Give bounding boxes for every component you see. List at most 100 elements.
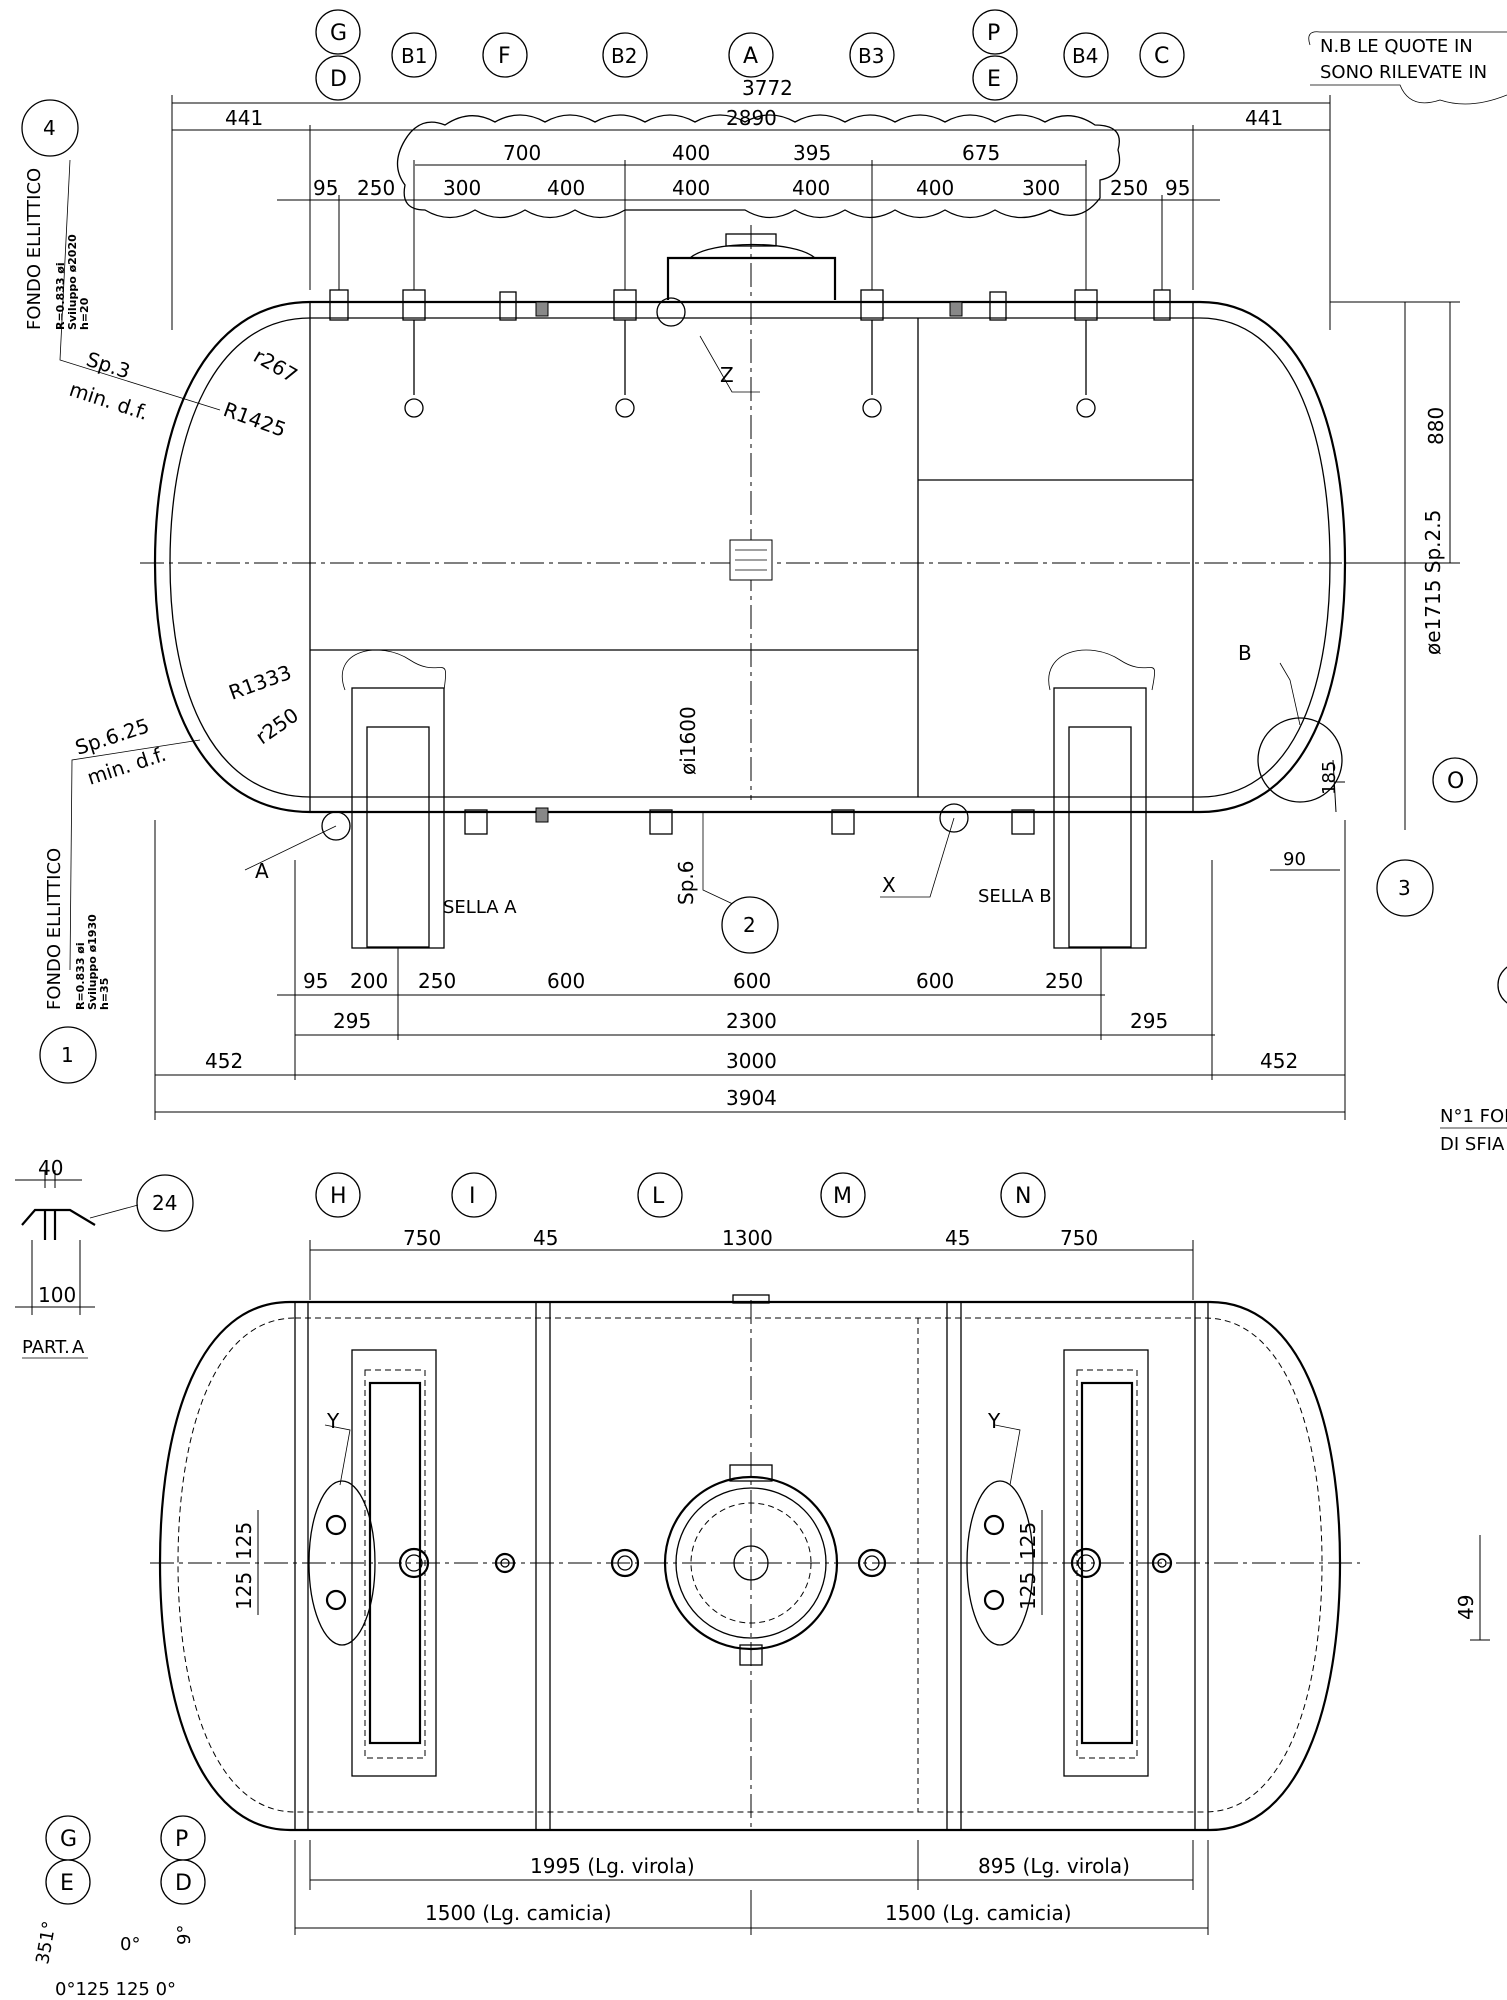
- plan-tag-l: L: [652, 1184, 665, 1209]
- top-head-sviluppo: Sviluppo ø2020: [66, 234, 79, 330]
- dim-row3-3: 400: [547, 176, 585, 200]
- part-1: 1: [61, 1043, 74, 1067]
- tag-b2: B2: [611, 44, 637, 68]
- dim-row3-9: 95: [1165, 176, 1190, 200]
- detail-y-left: Y: [326, 1409, 340, 1433]
- plan-labels: H I L M N 750 45 1300 45 750 125 125 125…: [232, 1172, 1478, 1925]
- shell-sp: Sp.6: [674, 861, 698, 905]
- plan-dim-1: 45: [533, 1226, 558, 1250]
- saddle-b-label: SELLA B: [978, 886, 1052, 907]
- dim-bot-r1-1: 200: [350, 969, 388, 993]
- legend-bubbles: G E P D 351° 0° 9° 0°125 125 0°: [32, 1815, 206, 2000]
- top-head-min: min. d.f.: [66, 377, 151, 425]
- elevation-view: [59, 95, 1460, 1120]
- note-line-1: N.B LE QUOTE IN: [1320, 36, 1473, 57]
- legend-e: E: [60, 1871, 74, 1896]
- plan-dim-49: 49: [1454, 1595, 1478, 1620]
- pitch-right-0: 125: [1016, 1522, 1040, 1560]
- tag-e: E: [987, 67, 1001, 92]
- plan-tag-i: I: [469, 1184, 476, 1209]
- shell-diam-inner: øi1600: [676, 706, 700, 775]
- tag-f: F: [498, 44, 511, 69]
- part-a-tag: A: [72, 1337, 85, 1358]
- dim-left-top: 441: [225, 106, 263, 130]
- part-4: 4: [43, 116, 56, 140]
- plan-dim-2: 1300: [722, 1226, 773, 1250]
- legend-d: D: [175, 1871, 192, 1896]
- tag-b3: B3: [858, 44, 884, 68]
- part-a-w100: 100: [38, 1283, 76, 1307]
- dim-row3-7: 300: [1022, 176, 1060, 200]
- elevation-labels: N.B LE QUOTE IN SONO RILEVATE IN 3772 44…: [24, 31, 1507, 1155]
- bottom-head-h: h=35: [98, 978, 111, 1010]
- dim-bot-r1-0: 95: [303, 969, 328, 993]
- camicia-2: 1500 (Lg. camicia): [885, 1901, 1072, 1925]
- part-a-title: PART.: [22, 1337, 70, 1358]
- dim-bot-r1-6: 250: [1045, 969, 1083, 993]
- revision-cloud: [396, 114, 1121, 219]
- top-head-r1: r267: [250, 344, 302, 388]
- top-head-sp: Sp.3: [83, 347, 133, 384]
- detail-a: A: [255, 859, 269, 883]
- top-head-title: FONDO ELLITTICO: [24, 168, 45, 330]
- tag-c: C: [1154, 44, 1169, 69]
- dim-bot-r1-4: 600: [733, 969, 771, 993]
- dim-bot-r3-1: 3000: [726, 1049, 777, 1073]
- plan-tag-m: M: [833, 1184, 852, 1209]
- part-a-detail: 40 100 PART. A: [15, 1156, 139, 1359]
- shell-h880: 880: [1424, 407, 1448, 445]
- dim-bot-r3-0: 452: [205, 1049, 243, 1073]
- plan-tag-n: N: [1015, 1184, 1031, 1209]
- detail-b: B: [1238, 641, 1252, 665]
- bottom-head-r1: R1333: [226, 660, 295, 705]
- angle-9: 9°: [174, 1925, 195, 1945]
- dim-bot-r2-0: 295: [333, 1009, 371, 1033]
- tag-b4: B4: [1072, 44, 1098, 68]
- dim-bot-r2-2: 295: [1130, 1009, 1168, 1033]
- note-line-2: SONO RILEVATE IN: [1320, 62, 1487, 83]
- dim-row2-a: 700: [503, 141, 541, 165]
- bottom-nozzles: [321, 803, 1035, 841]
- dim-bot-r1-5: 600: [916, 969, 954, 993]
- top-head-r2: R1425: [220, 397, 289, 442]
- dim-row2-b: 400: [672, 141, 710, 165]
- shell-diam-outer: øe1715 Sp.2.5: [1421, 510, 1445, 655]
- shell-d90: 90: [1283, 849, 1306, 870]
- side-note-1: N°1 FOI: [1440, 1106, 1507, 1127]
- saddles: [342, 649, 1155, 949]
- dim-overall-top: 3772: [742, 76, 793, 100]
- virola-2: 895 (Lg. virola): [978, 1854, 1130, 1878]
- dim-row3-2: 300: [443, 176, 481, 200]
- plan-outline: [158, 1300, 1342, 1832]
- part-2: 2: [743, 913, 756, 937]
- detail-x: X: [882, 873, 896, 897]
- tag-p: P: [987, 21, 1000, 46]
- shell-d185: 185: [1319, 761, 1340, 795]
- dim-row3-6: 400: [916, 176, 954, 200]
- plan-dim-4: 750: [1060, 1226, 1098, 1250]
- dim-row3-4: 400: [672, 176, 710, 200]
- vessel-outline: [153, 300, 1347, 814]
- nozzle-tags-top: G D B1 F B2 A B3 P E B4 C: [315, 9, 1185, 101]
- bottom-head-title: FONDO ELLITTICO: [44, 848, 65, 1010]
- dim-bot-r2-1: 2300: [726, 1009, 777, 1033]
- bottom-head-r: R=0.833 øi: [74, 942, 87, 1010]
- detail-z: Z: [720, 363, 734, 387]
- part-a-w40: 40: [38, 1156, 63, 1180]
- dim-row2-d: 675: [962, 141, 1000, 165]
- top-head-h: h=20: [78, 297, 91, 330]
- camicia-1: 1500 (Lg. camicia): [425, 1901, 612, 1925]
- angle-0: 0°: [120, 1934, 140, 1955]
- part-24: 24: [152, 1191, 177, 1215]
- plan-dim-0: 750: [403, 1226, 441, 1250]
- dim-row3-5: 400: [792, 176, 830, 200]
- plan-view: [150, 1240, 1490, 1935]
- pitch-left-0: 125: [232, 1522, 256, 1560]
- dim-bot-r1-2: 250: [418, 969, 456, 993]
- bottom-head-r2: r250: [251, 703, 303, 749]
- dim-row3-0: 95: [313, 176, 338, 200]
- dim-right-top: 441: [1245, 106, 1283, 130]
- bottom-head-sviluppo: Sviluppo ø1930: [86, 914, 99, 1010]
- angle-351: 351°: [32, 1920, 60, 1966]
